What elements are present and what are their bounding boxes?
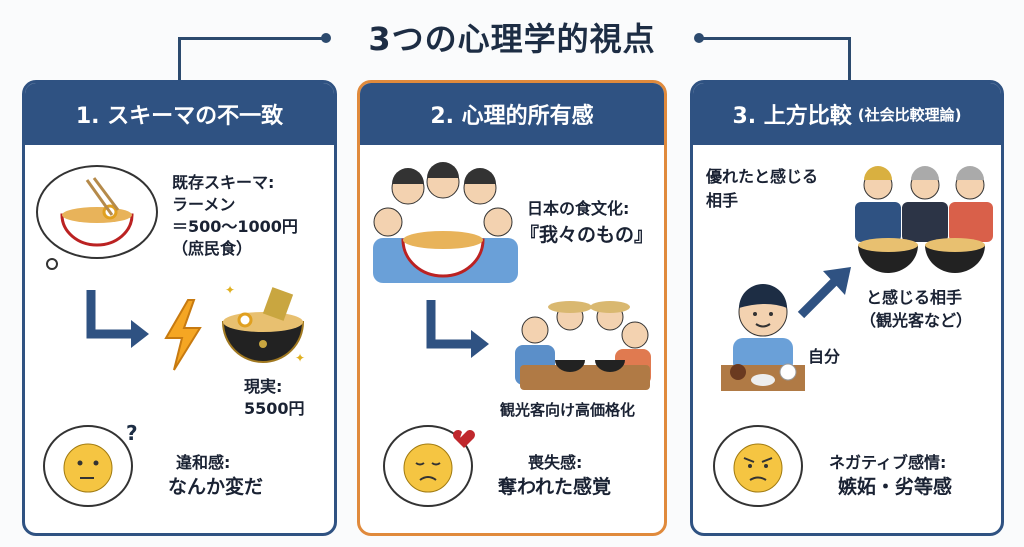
feeling-value: 奪われた感覚	[498, 476, 612, 498]
connector-right	[700, 37, 850, 40]
culture-label: 日本の食文化:	[527, 199, 630, 218]
reality-value: 5500円	[244, 399, 305, 418]
reality-label: 現実:	[244, 377, 283, 396]
schema-note: （庶民食）	[172, 239, 253, 258]
connector-left	[178, 37, 326, 40]
feeling-label: ネガティブ感情:	[829, 453, 947, 472]
arrow-down-right-icon	[426, 300, 489, 358]
schema-line: ラーメン	[172, 195, 236, 214]
others-label-2: （観光客など）	[860, 311, 973, 330]
others-label: と感じる相手	[866, 288, 963, 307]
arrow-up-right-icon	[797, 267, 851, 319]
connector-right-down	[848, 37, 851, 81]
angry-face-bubble-icon	[713, 425, 803, 507]
connector-dot	[321, 33, 331, 43]
arrow-down-right-icon	[86, 290, 149, 348]
superior-label: 優れたと感じる	[706, 167, 819, 186]
svg-text:✦: ✦	[295, 351, 305, 365]
feeling-value: 嫉妬・劣等感	[838, 476, 953, 498]
sad-face-bubble-icon	[383, 425, 475, 507]
svg-text:✦: ✦	[225, 283, 235, 297]
panel-heading: 3. 上方比較 (社会比較理論)	[693, 83, 1001, 145]
culture-value: 『我々のもの』	[520, 224, 654, 246]
heading-main: 3. 上方比較	[732, 104, 852, 129]
premium-ramen-bowl-icon: ✦✦	[221, 283, 305, 365]
feeling-value: なんか変だ	[168, 476, 264, 498]
page-title: 3つの心理学的視点	[368, 20, 656, 58]
self-label: 自分	[808, 347, 841, 366]
feeling-label: 違和感:	[176, 453, 231, 472]
thought-bubble-ramen-icon	[36, 165, 158, 270]
connector-dot	[694, 33, 704, 43]
wealthy-people-with-ramen-icon	[855, 166, 993, 273]
schema-price: ＝500〜1000円	[172, 217, 298, 236]
feeling-label: 喪失感:	[528, 453, 583, 472]
svg-text:?: ?	[126, 421, 138, 445]
superior-label-2: 相手	[706, 191, 739, 210]
panel-heading: 1. スキーマの不一致	[25, 83, 334, 145]
lightning-icon	[164, 299, 202, 371]
panel-heading: 2. 心理的所有感	[360, 83, 664, 145]
schema-label: 既存スキーマ:	[172, 173, 275, 192]
thinking-face-bubble-icon: ?	[43, 421, 138, 507]
price-change-label: 観光客向け高価格化	[500, 401, 636, 419]
tourists-eating-ramen-icon	[515, 301, 651, 390]
heading-sub: (社会比較理論)	[857, 105, 962, 124]
japanese-people-with-ramen-icon	[373, 162, 518, 283]
self-boy-with-meal-icon	[721, 284, 805, 391]
connector-left-down	[178, 37, 181, 81]
